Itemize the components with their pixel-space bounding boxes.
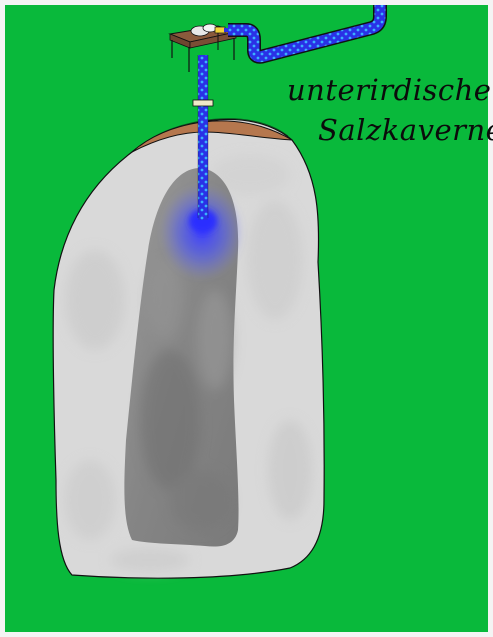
- well-pipe: [198, 55, 208, 220]
- wellhead-collar: [193, 100, 213, 106]
- caption-line-1: unterirdische: [287, 76, 491, 105]
- caption-line-2: Salzkaverne: [318, 116, 493, 145]
